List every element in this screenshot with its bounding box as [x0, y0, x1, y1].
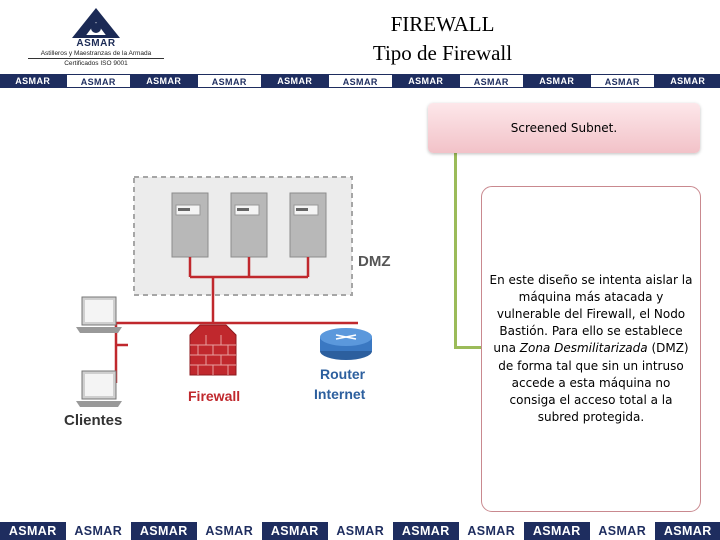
connector-vertical	[454, 152, 457, 348]
band-cell: ASMAR	[589, 522, 655, 540]
client-laptop-2-icon	[76, 370, 122, 407]
band-cell: ASMAR	[458, 74, 524, 88]
band-cell: ASMAR	[393, 522, 459, 540]
band-cell: ASMAR	[131, 74, 197, 88]
band-cell: ASMAR	[655, 522, 720, 540]
body-text-emphasis: Zona Desmilitarizada	[519, 341, 648, 356]
firewall-label: Firewall	[188, 388, 240, 404]
connector-horizontal	[454, 346, 482, 349]
band-cell: ASMAR	[0, 74, 66, 88]
body-text-2: (DMZ) de forma tal que sin un intruso ac…	[498, 341, 689, 425]
server-2-icon	[230, 192, 268, 258]
dmz-label: DMZ	[358, 253, 391, 270]
band-cell: ASMAR	[327, 522, 393, 540]
band-cell: ASMAR	[131, 522, 197, 540]
router-label-2: Internet	[314, 386, 366, 402]
router-label-1: Router	[320, 366, 366, 382]
asmar-band-top: ASMAR ASMAR ASMAR ASMAR ASMAR ASMAR ASMA…	[0, 74, 720, 88]
asmar-band-bottom: ASMAR ASMAR ASMAR ASMAR ASMAR ASMAR ASMA…	[0, 522, 720, 540]
asmar-logo: ASMAR Astilleros y Maestranzas de la Arm…	[26, 8, 166, 68]
band-cell: ASMAR	[0, 522, 66, 540]
band-cell: ASMAR	[65, 74, 131, 88]
slide-title: FIREWALL Tipo de Firewall	[320, 10, 565, 68]
band-cell: ASMAR	[327, 74, 393, 88]
band-cell: ASMAR	[65, 522, 131, 540]
logo-tagline: Astilleros y Maestranzas de la Armada	[40, 50, 152, 57]
network-diagram: DMZ Clientes Firewall	[64, 176, 391, 429]
body-text-1: En este diseño se intenta aislar la máqu…	[489, 272, 693, 356]
logo-certification: Certificados ISO 9001	[64, 60, 128, 67]
band-cell: ASMAR	[393, 74, 459, 88]
smartart-body-box: En este diseño se intenta aislar la máqu…	[481, 186, 701, 512]
network-links	[103, 257, 358, 385]
logo-divider	[28, 58, 164, 59]
band-cell: ASMAR	[655, 74, 720, 88]
server-3-icon	[289, 192, 327, 258]
band-cell: ASMAR	[262, 522, 328, 540]
smartart-body-text: En este diseño se intenta aislar la máqu…	[488, 272, 694, 427]
title-line-2: Tipo de Firewall	[372, 41, 513, 65]
firewall-icon	[189, 324, 237, 376]
clients-label: Clientes	[64, 412, 122, 429]
client-laptop-1-icon	[76, 296, 122, 333]
server-1-icon	[171, 192, 209, 258]
logo-brand: ASMAR	[76, 38, 116, 49]
band-cell: ASMAR	[458, 522, 524, 540]
band-cell: ASMAR	[589, 74, 655, 88]
band-cell: ASMAR	[524, 74, 590, 88]
band-cell: ASMAR	[196, 74, 262, 88]
router-icon	[320, 328, 372, 360]
band-cell: ASMAR	[524, 522, 590, 540]
title-line-1: FIREWALL	[390, 12, 495, 36]
band-cell: ASMAR	[262, 74, 328, 88]
band-cell: ASMAR	[196, 522, 262, 540]
asmar-emblem-icon	[72, 8, 120, 38]
smartart-header: Screened Subnet.	[428, 103, 700, 153]
